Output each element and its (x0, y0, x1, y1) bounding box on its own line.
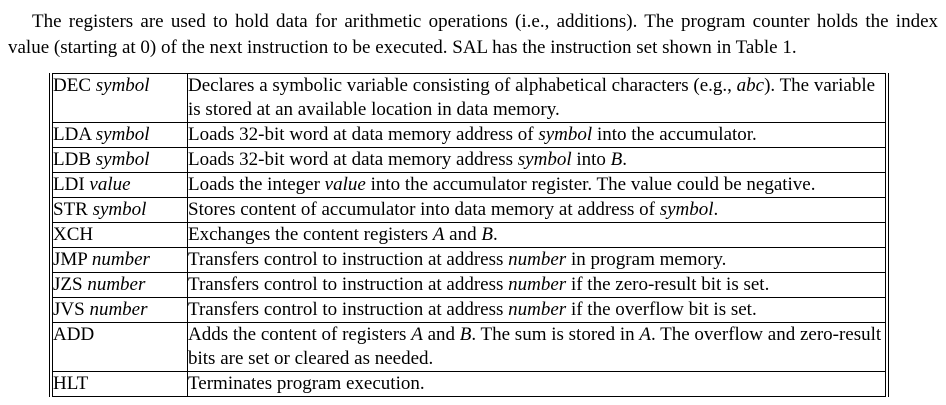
description-italic-text: B (610, 149, 623, 170)
description-text: Exchanges the content registers (188, 224, 433, 245)
description-text: Loads 32-bit word at data memory address (188, 149, 518, 170)
description-text: . The overflow and zero-result bits are … (188, 324, 882, 369)
description-italic-text: A (432, 224, 445, 245)
instruction-mnemonic: DEC (53, 75, 91, 96)
description-italic-text: A (411, 324, 423, 345)
instruction-row: JMP number Transfers control to instruct… (52, 247, 886, 273)
instruction-operand: symbol (95, 75, 150, 96)
description-italic-text: number (508, 249, 567, 270)
description-cell: Loads the integer value into the accumul… (187, 172, 886, 198)
description-text: Declares a symbolic variable consisting … (188, 75, 737, 96)
description-cell: Adds the content of registers A and B. T… (187, 322, 886, 372)
instruction-cell: JMP number (52, 247, 188, 273)
description-text: into the accumulator. (592, 124, 757, 145)
intro-paragraph: The registers are used to hold data for … (8, 11, 938, 58)
instruction-row: ADD Adds the content of registers A and … (52, 322, 886, 372)
description-italic-text: A (639, 324, 651, 345)
description-text: . (713, 199, 719, 220)
description-italic-text: abc (736, 75, 765, 96)
description-italic-text: symbol (659, 199, 714, 220)
instruction-mnemonic: LDI (53, 174, 85, 195)
description-text: Transfers control to instruction at addr… (188, 274, 509, 295)
instruction-cell: JVS number (52, 297, 188, 323)
instruction-mnemonic: ADD (53, 324, 95, 345)
description-text: Loads the integer (188, 174, 325, 195)
description-text: Transfers control to instruction at addr… (188, 299, 509, 320)
instruction-row: LDI value Loads the integer value into t… (52, 172, 886, 198)
instruction-row: STR symbol Stores content of accumulator… (52, 197, 886, 223)
description-italic-text: symbol (517, 149, 572, 170)
instruction-cell: LDB symbol (52, 147, 188, 173)
description-italic-text: value (324, 174, 366, 195)
description-text: if the overflow bit is set. (566, 299, 757, 320)
description-cell: Exchanges the content registers A and B. (187, 222, 886, 248)
instruction-operand: number (91, 249, 150, 270)
instruction-cell: LDI value (52, 172, 188, 198)
instruction-mnemonic: JMP (53, 249, 88, 270)
instruction-mnemonic: LDA (53, 124, 91, 145)
description-italic-text: number (508, 299, 567, 320)
description-cell: Transfers control to instruction at addr… (187, 272, 886, 298)
description-cell: Terminates program execution. (187, 371, 886, 397)
description-cell: Transfers control to instruction at addr… (187, 247, 886, 273)
description-text: into (571, 149, 611, 170)
instruction-row: LDB symbol Loads 32-bit word at data mem… (52, 147, 886, 173)
description-text: and (444, 224, 482, 245)
description-italic-text: number (508, 274, 567, 295)
description-cell: Stores content of accumulator into data … (187, 197, 886, 223)
instruction-operand: number (87, 274, 146, 295)
description-cell: Loads 32-bit word at data memory address… (187, 122, 886, 148)
instruction-mnemonic: XCH (53, 224, 94, 245)
description-text: Loads 32-bit word at data memory address… (188, 124, 539, 145)
description-cell: Declares a symbolic variable consisting … (187, 73, 886, 123)
instruction-mnemonic: JVS (53, 299, 85, 320)
instruction-mnemonic: JZS (53, 274, 83, 295)
instruction-operand: symbol (95, 124, 150, 145)
instruction-cell: STR symbol (52, 197, 188, 223)
instruction-cell: HLT (52, 371, 188, 397)
instruction-row: LDA symbol Loads 32-bit word at data mem… (52, 122, 886, 148)
instruction-row: DEC symbol Declares a symbolic variable … (52, 73, 886, 123)
description-text: in program memory. (566, 249, 727, 270)
instruction-mnemonic: STR (53, 199, 88, 220)
instruction-operand: symbol (92, 199, 147, 220)
description-italic-text: B (459, 324, 472, 345)
instruction-row: XCH Exchanges the content registers A an… (52, 222, 886, 248)
description-italic-text: symbol (538, 124, 593, 145)
description-text: Transfers control to instruction at addr… (188, 249, 509, 270)
instruction-cell: JZS number (52, 272, 188, 298)
description-text: if the zero-result bit is set. (566, 274, 770, 295)
instruction-cell: LDA symbol (52, 122, 188, 148)
description-text: Adds the content of registers (188, 324, 412, 345)
description-italic-text: B (481, 224, 493, 245)
instruction-mnemonic: LDB (53, 149, 91, 170)
description-cell: Transfers control to instruction at addr… (187, 297, 886, 323)
instruction-row: JVS number Transfers control to instruct… (52, 297, 886, 323)
instruction-row: JZS number Transfers control to instruct… (52, 272, 886, 298)
instruction-row: HLT Terminates program execution. (52, 371, 886, 397)
instruction-mnemonic: HLT (53, 373, 89, 394)
instruction-operand: symbol (95, 149, 150, 170)
description-cell: Loads 32-bit word at data memory address… (187, 147, 886, 173)
instruction-operand: number (89, 299, 148, 320)
description-text: . (622, 149, 628, 170)
description-text: ). The variable is stored at an availabl… (188, 75, 876, 120)
description-text: and (422, 324, 460, 345)
instruction-table-body: DEC symbol Declares a symbolic variable … (52, 73, 886, 397)
description-text: Terminates program execution. (188, 373, 425, 394)
instruction-table: DEC symbol Declares a symbolic variable … (52, 73, 886, 397)
instruction-cell: DEC symbol (52, 73, 188, 123)
instruction-cell: ADD (52, 322, 188, 372)
instruction-operand: value (89, 174, 131, 195)
instruction-table-wrap: DEC symbol Declares a symbolic variable … (49, 73, 889, 397)
description-text: into the accumulator register. The value… (365, 174, 816, 195)
description-text: . The sum is stored in (471, 324, 640, 345)
description-text: . (492, 224, 498, 245)
description-text: Stores content of accumulator into data … (188, 199, 660, 220)
instruction-cell: XCH (52, 222, 188, 248)
